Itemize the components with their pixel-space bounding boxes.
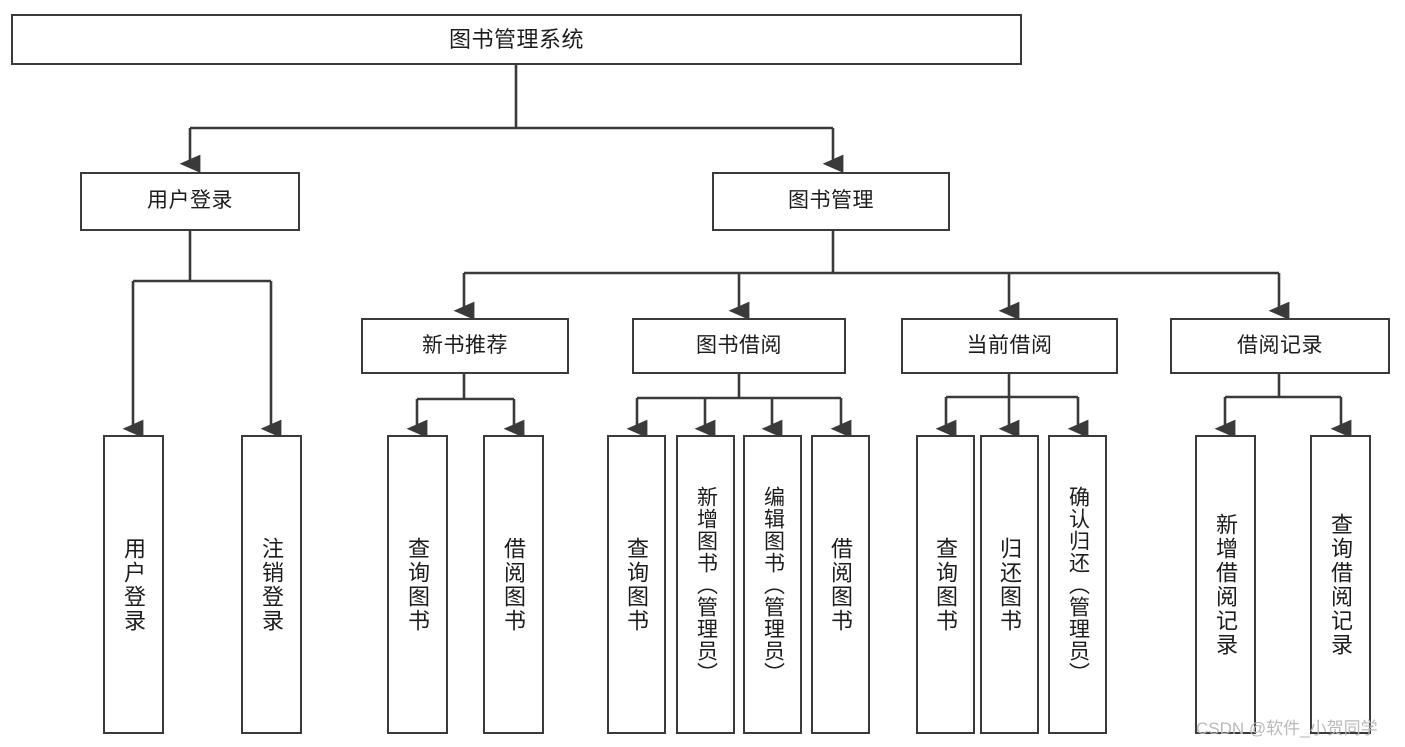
leaf-user-login[interactable]: 用户登录	[103, 435, 164, 734]
leaf-query-borrow-record[interactable]: 查询借阅记录	[1310, 435, 1371, 734]
node-label: 用户登录	[147, 189, 233, 213]
node-label: 新书推荐	[422, 333, 508, 357]
node-label: 查询图书	[624, 536, 650, 633]
leaf-logout[interactable]: 注销登录	[241, 435, 302, 734]
node-label: 查询借阅记录	[1328, 512, 1354, 657]
node-label: 确认归还（管理员）	[1066, 485, 1090, 684]
node-label: 用户登录	[121, 536, 147, 633]
node-label: 图书管理	[788, 189, 874, 213]
node-label: 借阅记录	[1237, 333, 1323, 357]
csdn-watermark: CSDN @软件_小贺同学	[1196, 719, 1378, 738]
leaf-query-book-borrow[interactable]: 查询图书	[607, 435, 666, 734]
leaf-add-book-admin[interactable]: 新增图书（管理员）	[676, 435, 735, 734]
node-label: 当前借阅	[966, 333, 1053, 357]
node-label: 新增图书（管理员）	[694, 485, 718, 684]
node-label: 借阅图书	[501, 536, 527, 633]
leaf-borrow-book-recommend[interactable]: 借阅图书	[483, 435, 544, 734]
node-label: 图书借阅	[696, 333, 782, 357]
leaf-return-book[interactable]: 归还图书	[980, 435, 1039, 734]
node-user-login[interactable]: 用户登录	[80, 172, 300, 231]
node-new-book-recommend[interactable]: 新书推荐	[361, 318, 569, 374]
node-label: 图书管理系统	[448, 26, 584, 52]
leaf-add-borrow-record[interactable]: 新增借阅记录	[1195, 435, 1256, 734]
leaf-edit-book-admin[interactable]: 编辑图书（管理员）	[743, 435, 802, 734]
node-label: 归还图书	[997, 536, 1023, 633]
node-borrow-record[interactable]: 借阅记录	[1170, 318, 1390, 374]
node-root-system[interactable]: 图书管理系统	[11, 14, 1022, 65]
node-book-borrow[interactable]: 图书借阅	[632, 318, 846, 374]
leaf-confirm-return-admin[interactable]: 确认归还（管理员）	[1048, 435, 1107, 734]
node-label: 编辑图书（管理员）	[761, 485, 785, 684]
node-label: 查询图书	[933, 536, 959, 633]
node-label: 查询图书	[405, 536, 431, 633]
node-label: 借阅图书	[828, 536, 854, 633]
node-label: 注销登录	[259, 536, 285, 633]
node-book-management[interactable]: 图书管理	[712, 172, 950, 231]
leaf-borrow-book[interactable]: 借阅图书	[811, 435, 870, 734]
node-label: 新增借阅记录	[1213, 512, 1239, 657]
leaf-query-book-recommend[interactable]: 查询图书	[387, 435, 448, 734]
leaf-query-book-current[interactable]: 查询图书	[916, 435, 975, 734]
node-current-borrow[interactable]: 当前借阅	[901, 318, 1118, 374]
